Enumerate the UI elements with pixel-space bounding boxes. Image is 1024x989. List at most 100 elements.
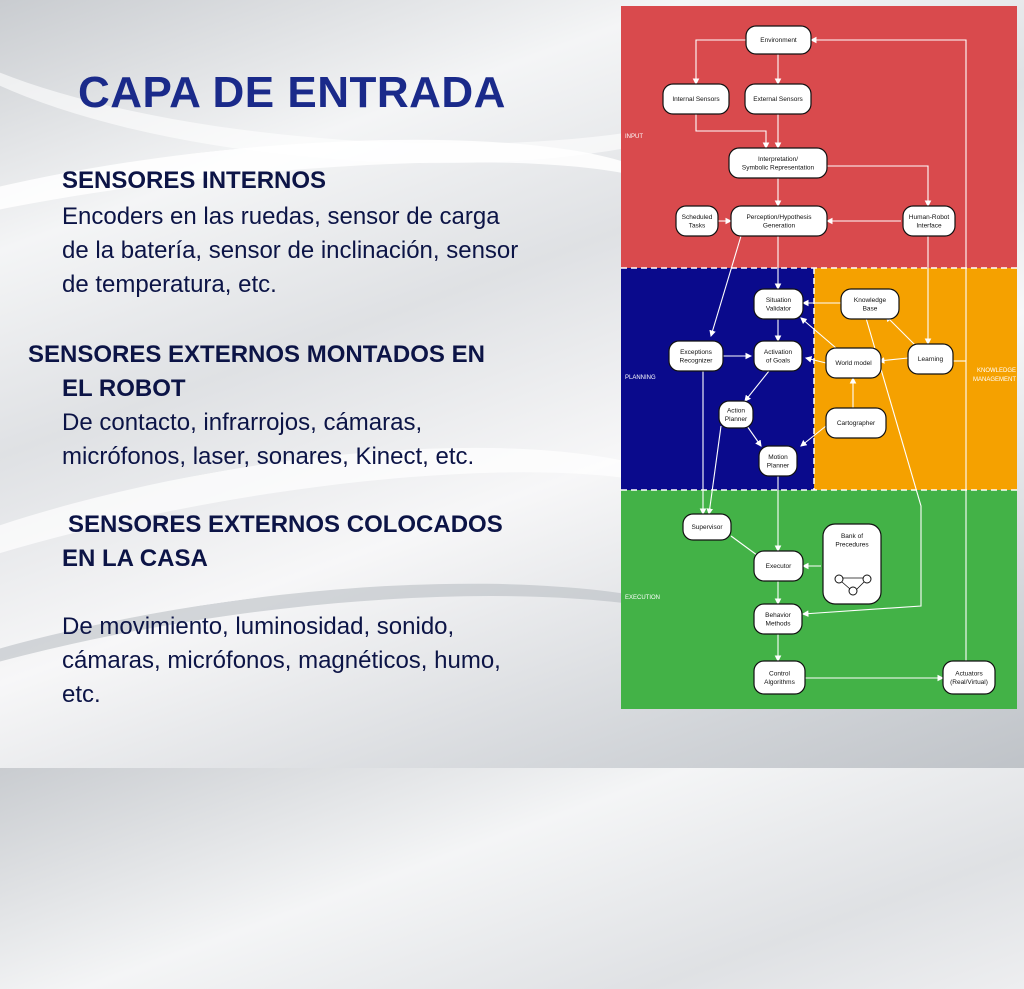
edge-perception-exceptions	[709, 235, 742, 338]
edge-action-motion	[746, 425, 762, 447]
node-box	[840, 288, 900, 320]
node-box	[942, 660, 996, 695]
node-label: Tasks	[689, 222, 706, 229]
node-label: Exceptions	[680, 349, 713, 356]
house-sensors-line-1: De movimiento, luminosidad, sonido,	[62, 613, 455, 640]
node-world-model: World model	[825, 347, 882, 379]
house-sensors-line-3: etc.	[62, 681, 101, 708]
node-label: Motion	[768, 454, 788, 461]
node-label: Internal Sensors	[672, 96, 720, 103]
node-label: Situation	[766, 297, 792, 304]
edge-actuators-environment	[809, 36, 967, 661]
knowledge-zone-label-line-2: MANAGEMENT	[973, 377, 1016, 383]
node-label: Algorithms	[764, 679, 795, 686]
node-label: Control	[769, 671, 791, 678]
external-sensors-line-2: micrófonos, laser, sonares, Kinect, etc.	[62, 443, 475, 470]
node-label: World model	[835, 360, 872, 367]
node-box	[907, 343, 954, 375]
node-label: Generation	[763, 222, 796, 229]
edge-worldmodel-activation	[804, 356, 827, 364]
input-zone-label: INPUT	[625, 134, 643, 140]
node-label: Methods	[766, 620, 792, 627]
bank-of-procedures-icon	[834, 574, 872, 596]
node-label: Supervisor	[691, 524, 723, 531]
house-sensors-header-line-2: EN LA CASA	[62, 545, 208, 572]
edge-activation-action	[744, 370, 770, 402]
edge-kb-executor	[801, 317, 922, 617]
node-label: Cartographer	[837, 420, 876, 427]
architecture-diagram: INPUT PLANNING KNOWLEDGE MANAGEMENT EXEC…	[621, 6, 1017, 709]
node-label: (Real/Virtual)	[950, 679, 988, 686]
internal-sensors-line-1: Encoders en las ruedas, sensor de carga	[62, 203, 500, 230]
node-learning: Learning	[907, 343, 954, 375]
node-box	[753, 550, 804, 582]
node-label: Recognizer	[680, 357, 714, 364]
node-box	[753, 603, 803, 635]
node-label: Behavior	[765, 612, 791, 619]
node-label: Actuators	[955, 671, 983, 678]
edge-internal-interp	[695, 114, 770, 150]
node-cartographer: Cartographer	[825, 407, 887, 439]
node-box	[745, 25, 812, 55]
node-box	[902, 205, 956, 237]
node-box	[753, 660, 806, 695]
node-label: Activation	[764, 349, 793, 356]
node-executor: Executor	[753, 550, 804, 582]
node-label: Learning	[918, 356, 944, 363]
node-box	[744, 83, 812, 115]
edge-interp-hri	[826, 165, 932, 208]
node-box	[668, 340, 724, 372]
node-label: Planner	[767, 462, 790, 469]
node-box	[728, 147, 828, 179]
edge-cartographer-motion	[800, 425, 827, 447]
node-box	[822, 523, 882, 605]
node-box	[718, 400, 754, 429]
node-environment: Environment	[745, 25, 812, 55]
edge-learning-worldmodel	[877, 357, 909, 364]
node-interpretation: Interpretation/Symbolic Representation	[728, 147, 828, 179]
node-label: Knowledge	[854, 297, 887, 304]
edge-worldmodel-situation	[800, 317, 837, 349]
planning-zone-label: PLANNING	[625, 375, 656, 381]
node-label: Scheduled	[682, 214, 713, 221]
node-supervisor: Supervisor	[682, 513, 732, 541]
node-label: Planner	[725, 416, 748, 423]
house-sensors-header-line-1: SENSORES EXTERNOS COLOCADOS	[68, 511, 503, 538]
node-box	[753, 288, 804, 320]
external-sensors-line-1: De contacto, infrarrojos, cámaras,	[62, 409, 423, 436]
node-box	[825, 407, 887, 439]
node-actuators: Actuators(Real/Virtual)	[942, 660, 996, 695]
node-box	[675, 205, 719, 237]
internal-sensors-line-3: de temperatura, etc.	[62, 271, 277, 298]
edge-learning-kb	[885, 315, 917, 347]
node-label: Action	[727, 408, 745, 415]
node-box	[730, 205, 828, 237]
node-label: Symbolic Representation	[742, 164, 815, 171]
node-label: Validator	[766, 305, 792, 312]
node-label: Environment	[760, 37, 797, 44]
node-label: Base	[863, 305, 878, 312]
node-label: Perception/Hypothesis	[746, 214, 812, 221]
external-sensors-header-line-1: SENSORES EXTERNOS MONTADOS EN	[28, 341, 485, 368]
node-box	[682, 513, 732, 541]
node-label: Interpretation/	[758, 156, 798, 163]
internal-sensors-line-2: de la batería, sensor de inclinación, se…	[62, 237, 519, 264]
external-sensors-header-line-2: EL ROBOT	[62, 375, 186, 402]
node-label: Executor	[766, 563, 792, 570]
knowledge-zone-label-line-1: KNOWLEDGE	[977, 368, 1016, 374]
node-box	[753, 340, 803, 372]
node-label: Bank of	[841, 533, 863, 540]
execution-zone-label: EXECUTION	[625, 595, 660, 601]
slide-title: CAPA DE ENTRADA	[78, 68, 506, 117]
edge-action-supervisor	[706, 425, 722, 516]
